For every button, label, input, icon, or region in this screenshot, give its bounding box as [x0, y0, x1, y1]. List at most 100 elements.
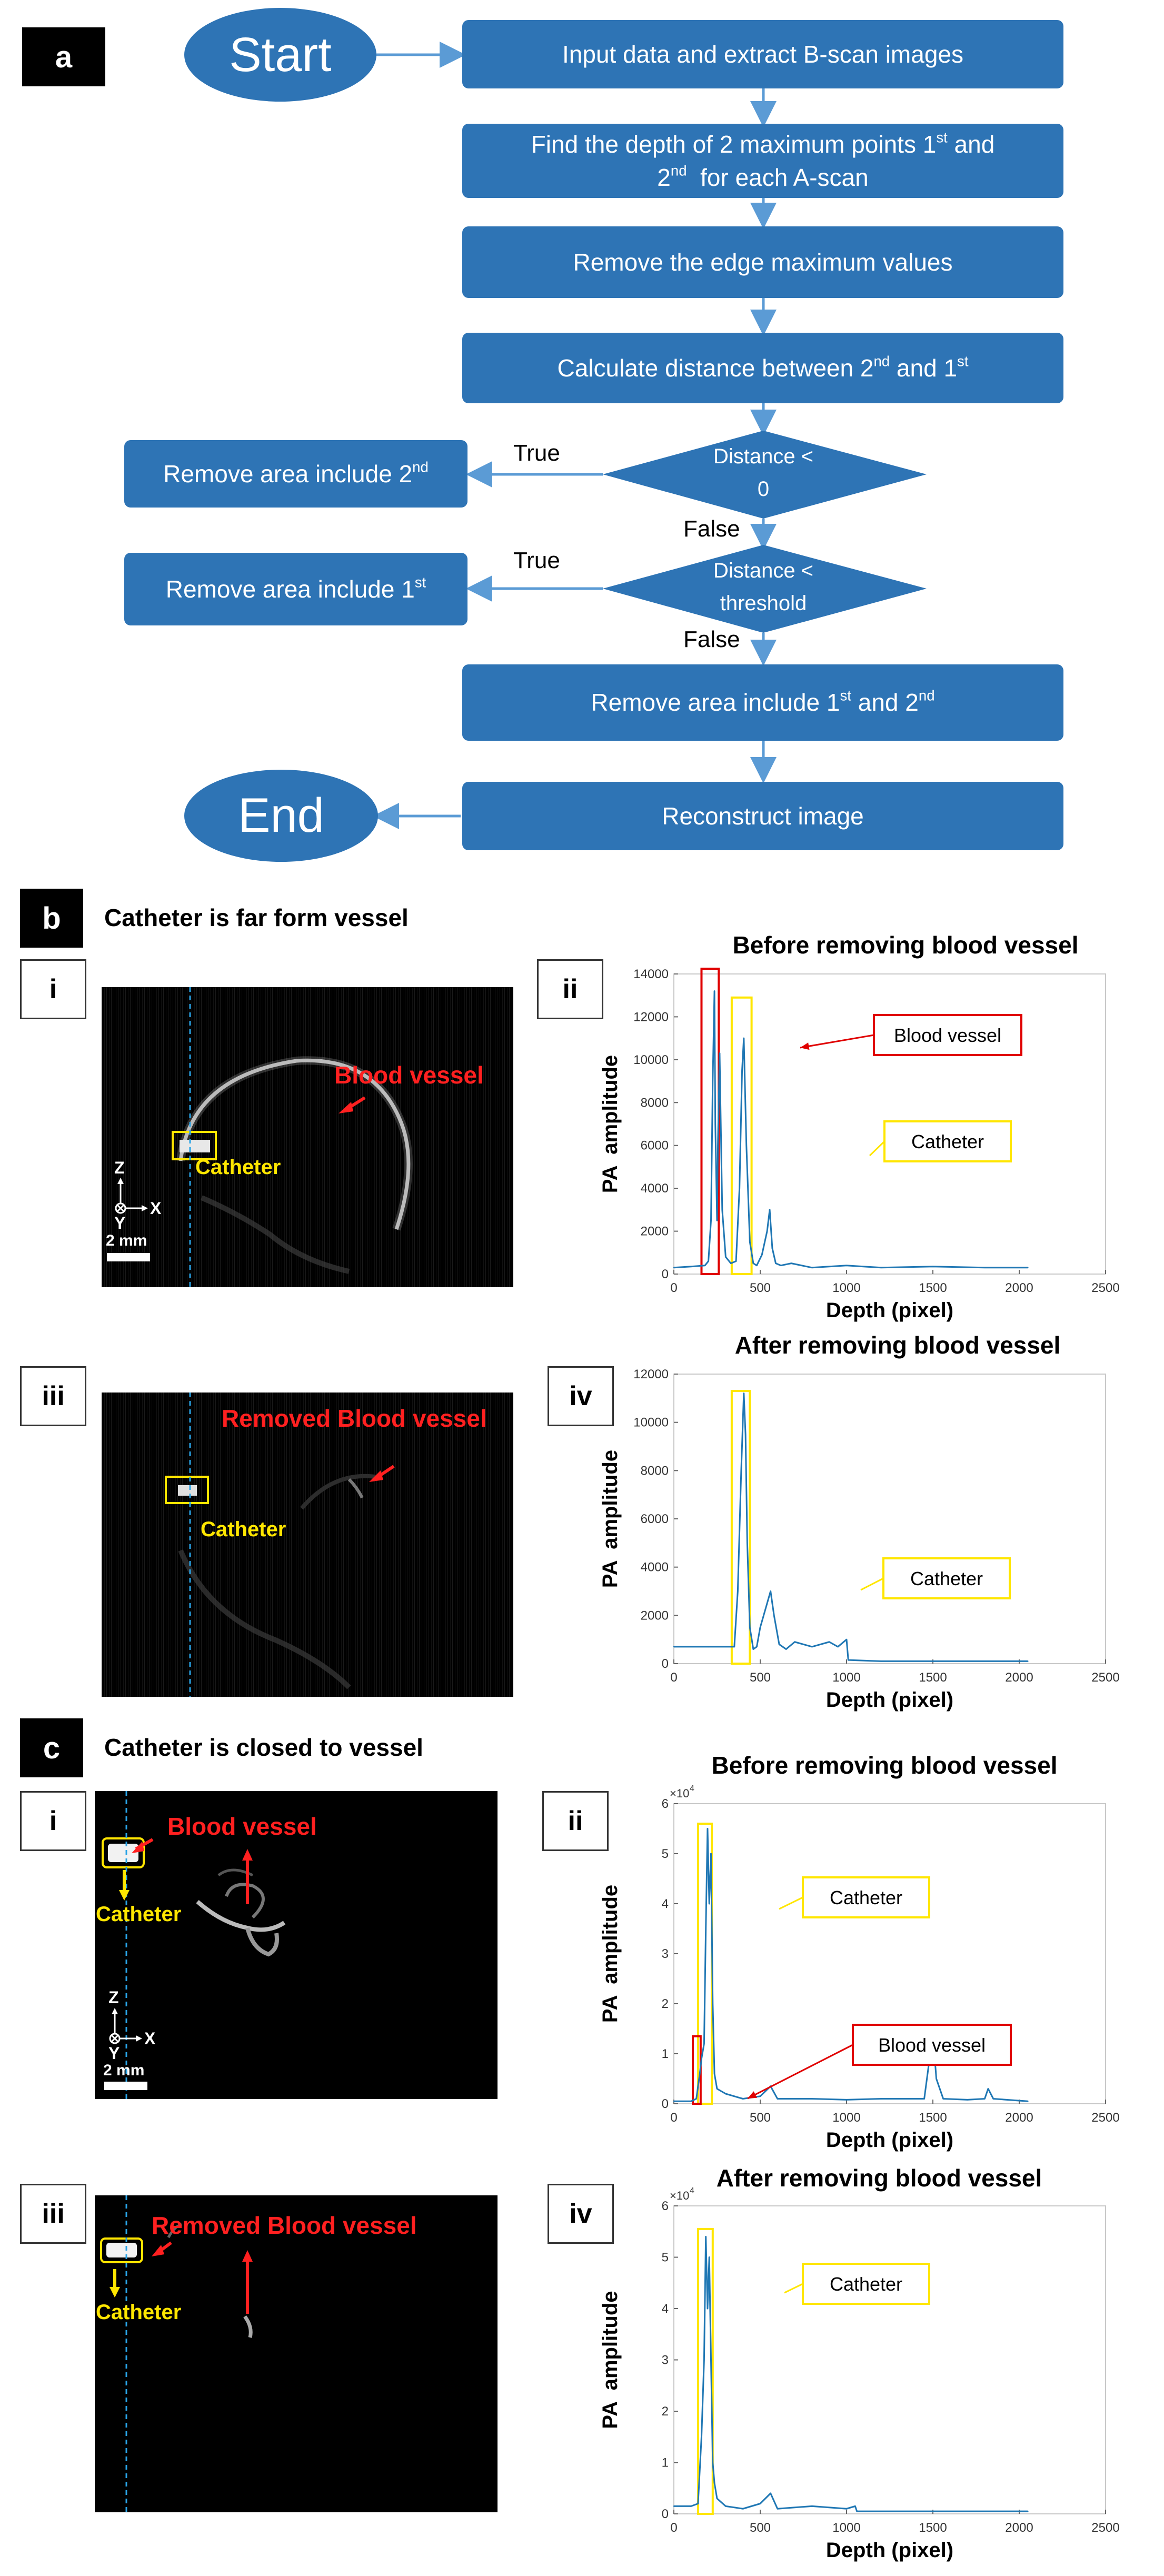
- data-point: [704, 1265, 706, 1266]
- data-point: [701, 2058, 702, 2060]
- x-tick-label: 1500: [919, 1670, 947, 1685]
- y-tick-label: 6000: [641, 1512, 669, 1526]
- data-point: [759, 1627, 761, 1628]
- chart-c-ii-title: Before removing blood vessel: [711, 1752, 1058, 1779]
- x-tick-label: 500: [750, 2521, 771, 2535]
- data-point: [984, 1267, 986, 1268]
- panel-c-i-image: Blood vessel Catheter Z X Y 2 mm: [95, 1791, 498, 2099]
- data-point: [713, 2482, 715, 2484]
- y-tick-label: 4: [662, 2302, 669, 2316]
- catheter-box: [102, 1837, 145, 1868]
- data-point: [712, 1080, 713, 1082]
- callout-blood-vessel-leader: [800, 1034, 874, 1049]
- data-point: [695, 2098, 697, 2100]
- data-point: [725, 1646, 727, 1648]
- y-exponent-label: ×10: [670, 1787, 689, 1800]
- data-point: [829, 1641, 830, 1643]
- data-point: [845, 2508, 848, 2510]
- data-point: [769, 1209, 771, 1211]
- data-point: [880, 2098, 882, 2100]
- data-point: [712, 2462, 713, 2463]
- data-point: [743, 1037, 745, 1039]
- y-tick-label: 0: [662, 1267, 669, 1281]
- data-point: [703, 2043, 705, 2045]
- y-tick-label: 0: [662, 1657, 669, 1671]
- x-tick-label: 2000: [1005, 1281, 1033, 1295]
- x-tick-label: 2000: [1005, 1670, 1033, 1685]
- x-tick-label: 500: [750, 1281, 771, 1295]
- x-tick-label: 1000: [832, 1670, 860, 1685]
- callout-catheter-box: [882, 1557, 1011, 1599]
- data-point: [703, 2359, 705, 2361]
- data-point: [845, 1265, 848, 1266]
- panel-c-heading: Catheter is closed to vessel: [104, 1734, 423, 1761]
- x-tick-label: 2000: [1005, 2521, 1033, 2535]
- data-point: [749, 1627, 751, 1628]
- panel-b-i-label: i: [20, 959, 86, 1019]
- y-tick-label: 8000: [641, 1096, 669, 1110]
- callout-catheter-text: Catheter: [910, 1568, 983, 1589]
- panel-b-iii-label: iii: [20, 1366, 86, 1426]
- data-point: [811, 1267, 813, 1268]
- c-i-catheter-label: Catheter: [96, 1903, 182, 1926]
- c-i-axis-x: X: [144, 2029, 156, 2048]
- y-tick-label: 3: [662, 2353, 669, 2368]
- x-axis-label: Depth (pixel): [826, 2129, 953, 2152]
- b-i-axis-y: Y: [114, 1214, 126, 1232]
- data-point: [710, 1853, 712, 1855]
- x-tick-label: 1500: [919, 1281, 947, 1295]
- data-point: [708, 1646, 709, 1648]
- data-point: [716, 2498, 718, 2499]
- data-point: [794, 1641, 795, 1643]
- callout-blood-vessel-arrowhead: [800, 1042, 810, 1050]
- y-axis-label: PA amplitude: [599, 1055, 622, 1193]
- chart-b-iv-title: After removing blood vessel: [734, 1331, 1061, 1359]
- y-tick-label: 1: [662, 2456, 669, 2470]
- panel-c-i-label: i: [20, 1791, 86, 1851]
- start-node: Start: [184, 8, 376, 102]
- y-tick-label: 3: [662, 1947, 669, 1961]
- callout-catheter-text: Catheter: [830, 1887, 902, 1908]
- y-tick-label: 2: [662, 2404, 669, 2419]
- decision-diamond-2: [603, 545, 927, 633]
- callout-catheter-text: Catheter: [830, 2273, 902, 2295]
- callout-catheter-leader: [860, 1577, 884, 1591]
- data-point: [773, 1615, 775, 1616]
- x-tick-label: 0: [670, 2521, 677, 2535]
- data-point: [747, 1542, 748, 1544]
- decision-2-text: Distance < threshold: [713, 559, 814, 615]
- data-point: [740, 1470, 742, 1471]
- panel-c-iii-scan: [95, 2195, 498, 2512]
- data-point: [770, 1590, 771, 1592]
- x-tick-label: 2500: [1091, 2111, 1119, 2125]
- panel-a-tag: a: [22, 27, 105, 86]
- data-point: [716, 1220, 718, 1221]
- data-point: [707, 2308, 709, 2310]
- panel-b-iii-scan: [102, 1393, 513, 1697]
- data-point: [745, 1145, 747, 1146]
- panel-b-i-image: Blood vessel Catheter Z X Y 2 mm: [102, 987, 513, 1287]
- data-point: [752, 1262, 754, 1264]
- b-i-axis-x: X: [150, 1199, 162, 1218]
- data-point: [942, 2098, 944, 2100]
- callout-catheter-box: [883, 1120, 1012, 1162]
- data-point: [785, 1648, 787, 1650]
- b-iii-removed-label: Removed Blood vessel: [222, 1405, 487, 1432]
- data-point: [714, 1123, 716, 1125]
- data-point: [716, 2088, 718, 2090]
- data-point: [811, 2098, 813, 2100]
- data-point: [690, 1266, 692, 1267]
- panel-b-tag: b: [20, 889, 83, 948]
- data-point: [752, 1648, 754, 1650]
- callout-blood-vessel-text: Blood vessel: [894, 1025, 1001, 1046]
- chart-b-ii-title: Before removing blood vessel: [732, 931, 1079, 959]
- data-point: [730, 1262, 732, 1264]
- y-tick-label: 4000: [641, 1181, 669, 1196]
- data-point: [775, 1262, 777, 1264]
- callout-catheter-leader: [869, 1140, 886, 1157]
- data-point: [673, 1646, 675, 1648]
- panel-c-tag: c: [20, 1718, 83, 1777]
- y-tick-label: 0: [662, 2097, 669, 2111]
